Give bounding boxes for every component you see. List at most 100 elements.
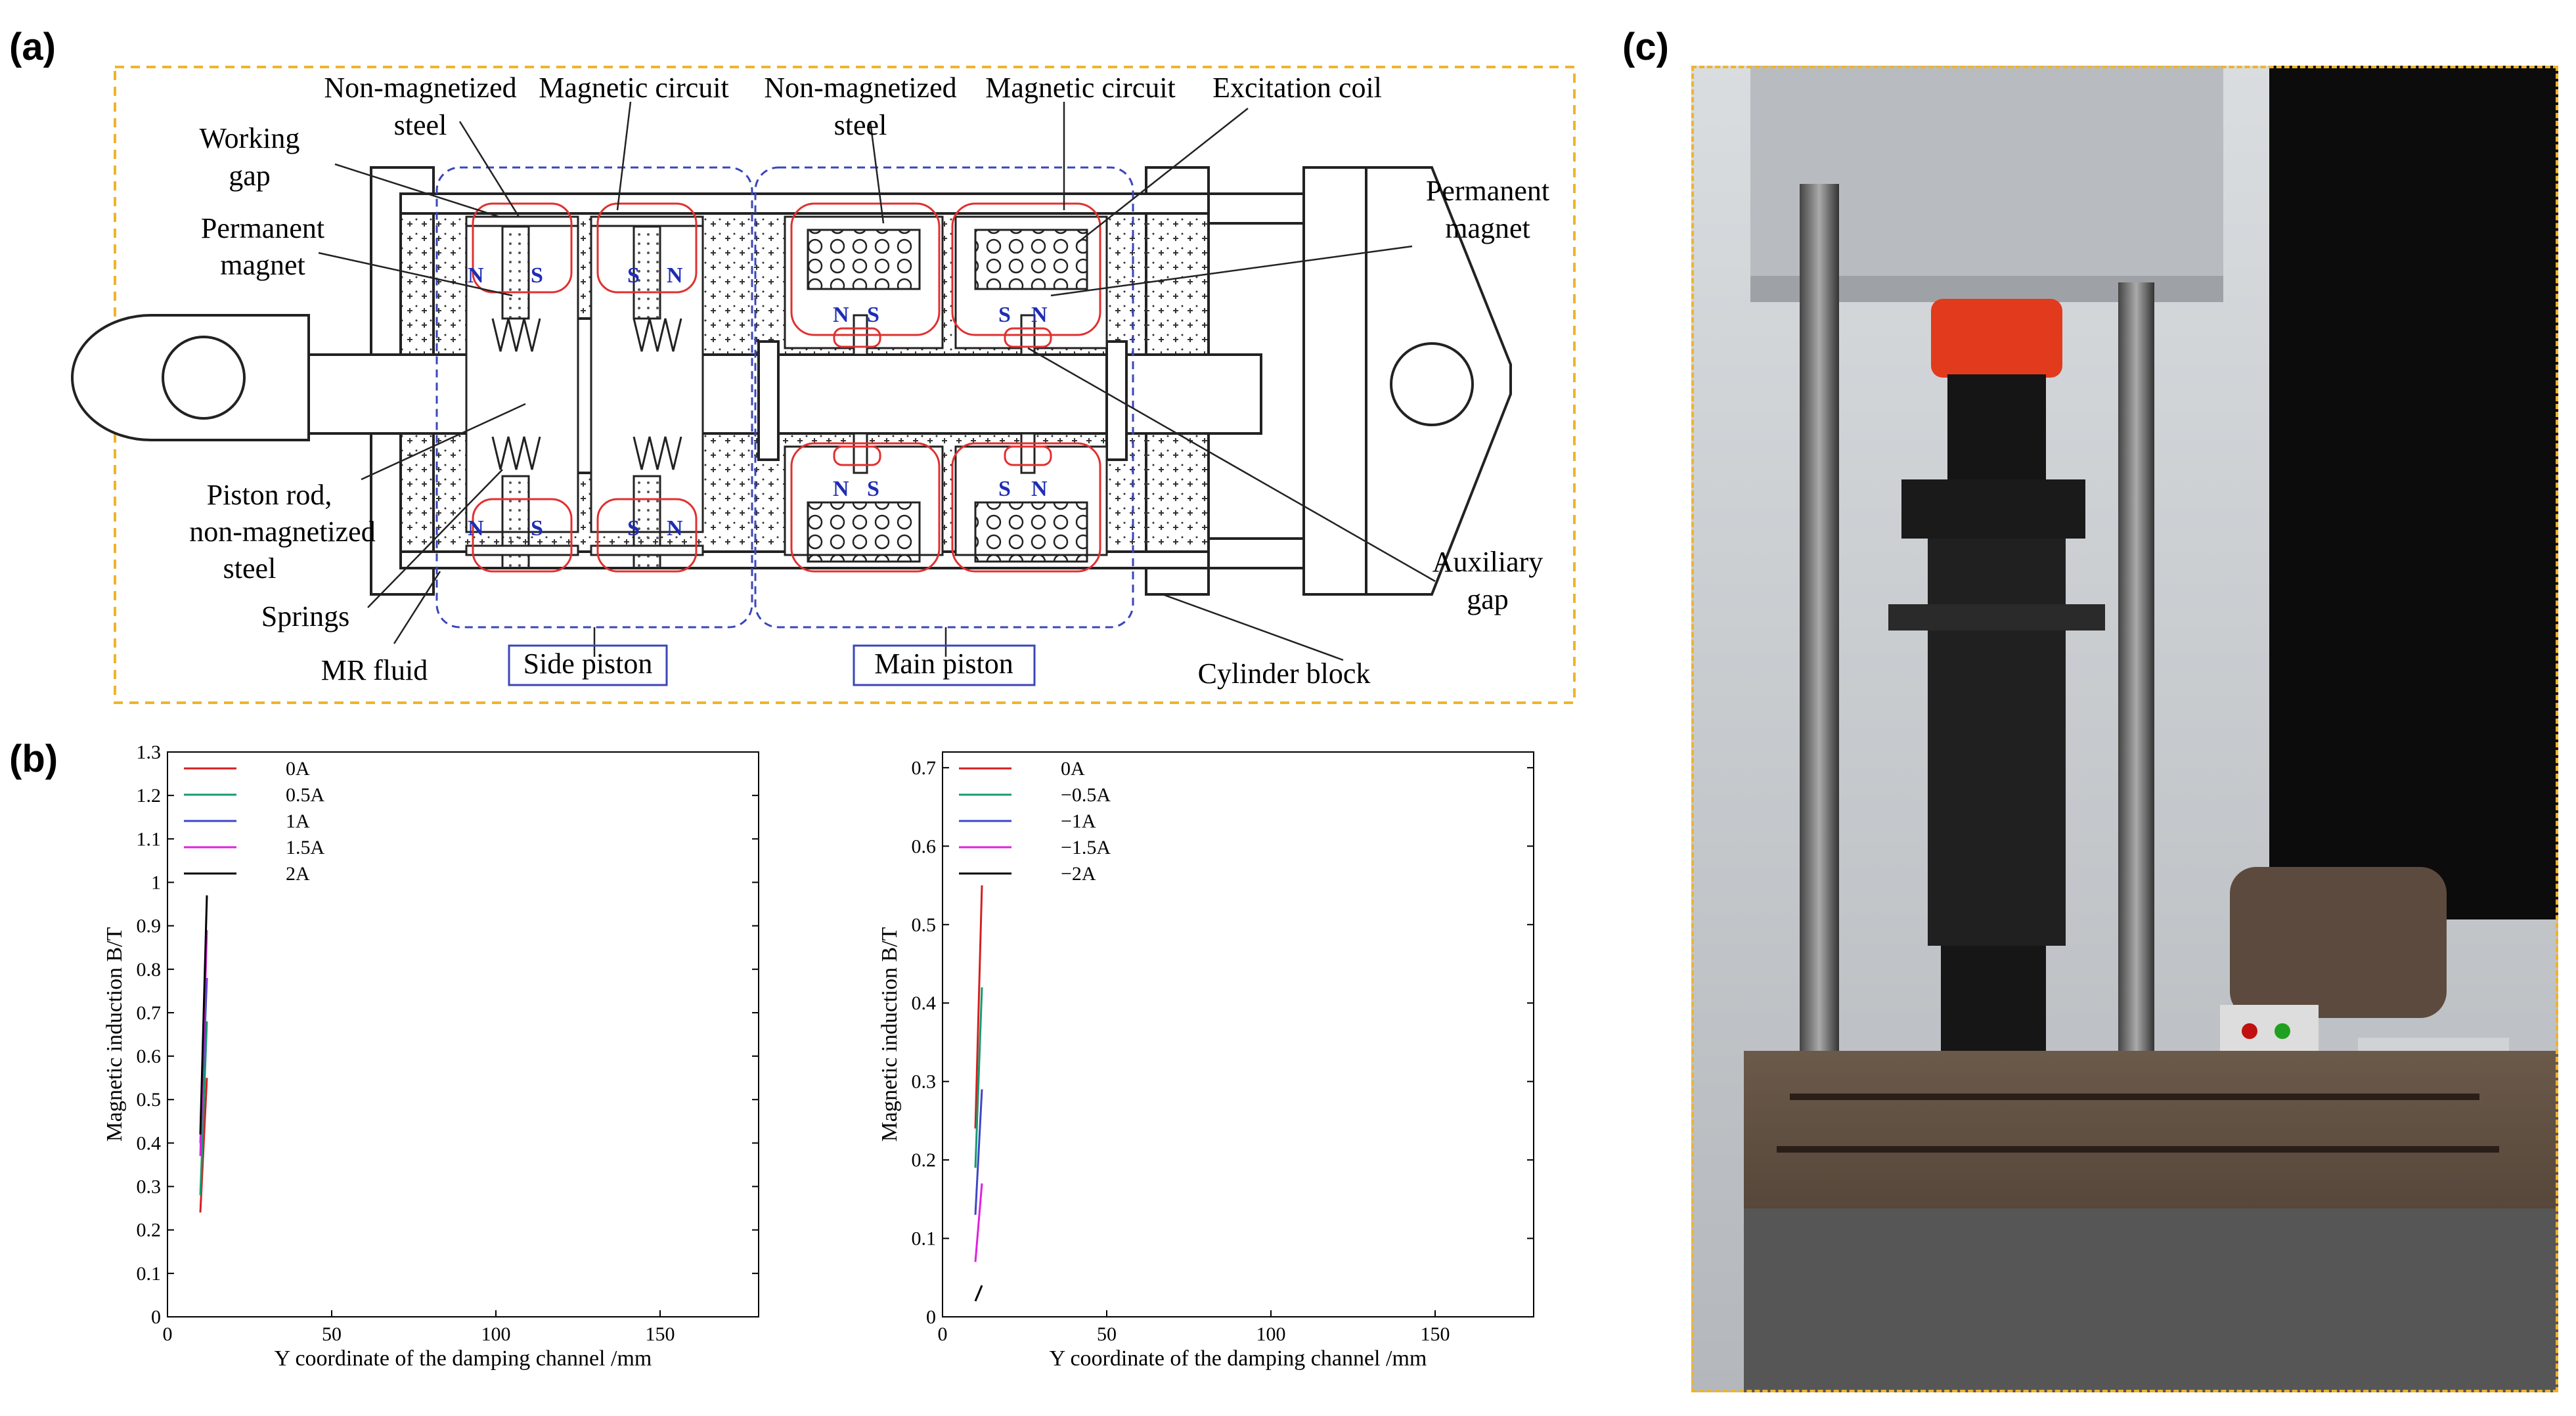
- plot-frame: [167, 751, 759, 1317]
- side-piston-cells: [465, 202, 704, 573]
- pole-n: N: [667, 516, 683, 541]
- y-tick-label: 1.2: [137, 785, 162, 807]
- legend-label: 0A: [1061, 758, 1085, 780]
- black-curtain: [2269, 66, 2558, 919]
- series-line-4: [974, 1285, 983, 1302]
- y-tick-label: 1.3: [137, 741, 162, 763]
- x-tick-label: 0: [938, 1323, 948, 1345]
- label-auxiliary-gap-b: gap: [1467, 583, 1509, 615]
- label-non-mag-steel-2: Non-magnetized: [764, 72, 956, 104]
- y-tick-label: 0.5: [137, 1089, 162, 1111]
- pole-s: S: [867, 477, 879, 501]
- label-perm-magnet-right: Permanent: [1426, 175, 1549, 207]
- panel-label-c: (c): [1622, 26, 1669, 68]
- y-tick-label: 1: [151, 872, 161, 893]
- pole-n: N: [667, 263, 683, 288]
- label-auxiliary-gap: Auxiliary: [1432, 546, 1543, 578]
- legend-label: −2A: [1061, 863, 1096, 885]
- label-mr-fluid: MR fluid: [321, 654, 428, 686]
- side-piston-box: [435, 166, 753, 629]
- series-line-1: [199, 1021, 208, 1195]
- y-tick-label: 0.4: [137, 1132, 162, 1154]
- pole-s: S: [998, 477, 1011, 501]
- y-tick-label: 0.8: [137, 959, 162, 981]
- label-piston-rod-c: steel: [223, 552, 277, 585]
- pole-n: N: [1031, 303, 1048, 327]
- label-non-mag-steel-1b: steel: [394, 109, 447, 141]
- y-tick-label: 0.9: [137, 916, 162, 937]
- label-mag-circuit-2: Magnetic circuit: [985, 72, 1176, 104]
- column-left: [1800, 184, 1839, 1208]
- panel-label-a: (a): [9, 26, 56, 68]
- plot-frame: [942, 751, 1534, 1317]
- pole-n: N: [833, 303, 849, 327]
- pole-s: S: [867, 303, 879, 327]
- label-main-piston: Main piston: [874, 648, 1013, 680]
- x-tick-label: 100: [481, 1323, 511, 1345]
- y-tick-label: 0: [926, 1306, 936, 1328]
- label-working-gap-b: gap: [229, 160, 271, 192]
- main-piston-label-box: [853, 644, 1036, 686]
- label-piston-rod-b: non-magnetized: [189, 516, 375, 548]
- motor: [2230, 867, 2447, 1018]
- pole-n: N: [833, 477, 849, 501]
- x-tick-label: 100: [1256, 1323, 1286, 1345]
- right-eye: [1365, 166, 1512, 596]
- pole-s: S: [531, 516, 543, 541]
- panel-label-b: (b): [9, 738, 58, 780]
- y-tick-label: 0.7: [137, 1002, 162, 1024]
- y-tick-label: 0.6: [137, 1046, 162, 1067]
- column-right: [2118, 282, 2154, 1103]
- pole-n: N: [1031, 477, 1048, 501]
- photo-frame: [1691, 66, 2558, 1392]
- legend-label: 2A: [286, 863, 310, 885]
- legend-label: −1.5A: [1061, 837, 1111, 858]
- diagram-frame: [114, 66, 1576, 704]
- y-tick-label: 0.2: [912, 1149, 937, 1171]
- pole-s: S: [627, 263, 640, 288]
- label-cylinder-block: Cylinder block: [1198, 657, 1371, 690]
- label-perm-magnet-right-b: magnet: [1445, 212, 1530, 244]
- y-tick-label: 0.1: [137, 1263, 162, 1285]
- main-piston-cells: [784, 202, 1108, 573]
- series-line-4: [199, 895, 208, 1135]
- y-tick-label: 0.2: [137, 1220, 162, 1241]
- legend-label: 0.5A: [286, 784, 325, 806]
- x-axis-label: Y coordinate of the damping channel /mm: [275, 1346, 652, 1371]
- legend-label: −1A: [1061, 810, 1096, 832]
- red-load-cell: [1931, 299, 2062, 378]
- pole-s: S: [627, 516, 640, 541]
- pole-s: S: [531, 263, 543, 288]
- label-perm-magnet-left-b: magnet: [220, 249, 305, 281]
- left-eye: [71, 314, 310, 441]
- label-excitation-coil: Excitation coil: [1212, 72, 1382, 104]
- series-line-2: [974, 1089, 983, 1215]
- legend-label: 1.5A: [286, 837, 325, 858]
- label-side-piston: Side piston: [523, 648, 653, 680]
- series-line-0: [974, 885, 983, 1129]
- label-perm-magnet-left: Permanent: [201, 212, 324, 244]
- label-springs: Springs: [261, 600, 349, 632]
- label-non-mag-steel-1: Non-magnetized: [324, 72, 516, 104]
- label-mag-circuit-1: Magnetic circuit: [539, 72, 729, 104]
- series-line-1: [974, 987, 983, 1168]
- x-tick-label: 150: [646, 1323, 675, 1345]
- y-tick-label: 0.3: [912, 1071, 937, 1093]
- y-tick-label: 0.7: [912, 757, 937, 779]
- y-tick-label: 0.4: [912, 992, 937, 1014]
- x-tick-label: 150: [1421, 1323, 1450, 1345]
- x-tick-label: 50: [322, 1323, 342, 1345]
- y-axis-label: Magnetic induction B/T: [880, 927, 902, 1141]
- y-tick-label: 0.1: [912, 1228, 937, 1250]
- legend-label: −0.5A: [1061, 784, 1111, 806]
- y-tick-label: 0.5: [912, 914, 937, 936]
- damper-diagram: N S S N N S S N N S S N N S S N Non-magn…: [71, 66, 1576, 704]
- x-axis-label: Y coordinate of the damping channel /mm: [1050, 1346, 1427, 1371]
- label-piston-rod: Piston rod,: [207, 479, 332, 511]
- side-piston-label-box: [508, 644, 668, 686]
- test-rig-photo: [1691, 66, 2558, 1392]
- x-tick-label: 50: [1097, 1323, 1117, 1345]
- y-tick-label: 0.6: [912, 835, 937, 857]
